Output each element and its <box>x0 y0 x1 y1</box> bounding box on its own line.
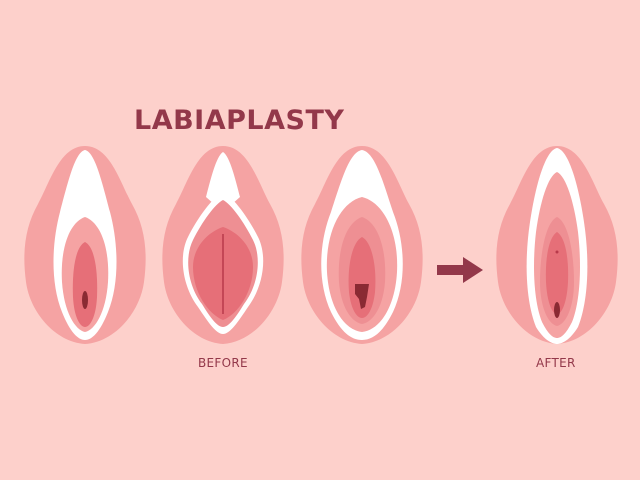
before-illustration-3 <box>301 146 423 344</box>
after-illustration <box>496 146 618 344</box>
arrow-right-icon <box>437 257 483 283</box>
before-label: BEFORE <box>198 356 248 370</box>
before-illustration-1 <box>24 146 146 344</box>
before-illustration-2 <box>162 146 284 344</box>
after-label: AFTER <box>536 356 576 370</box>
diagram-title: LABIAPLASTY <box>134 105 345 136</box>
